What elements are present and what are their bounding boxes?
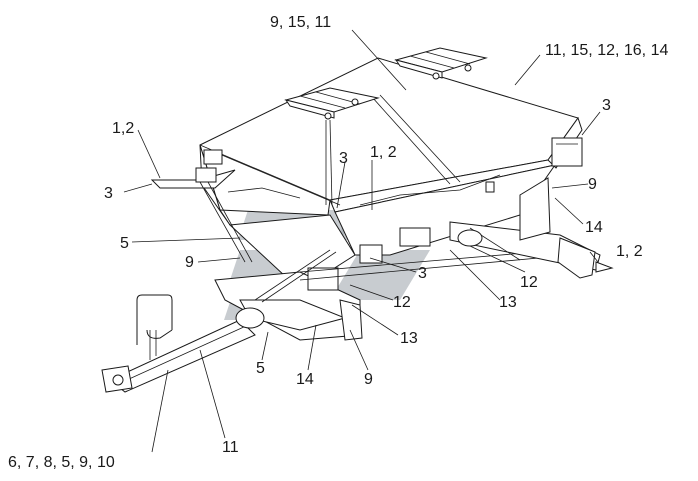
label-left-5: 5 <box>120 235 129 252</box>
label-bottom-left: 6, 7, 8, 5, 9, 10 <box>8 454 115 471</box>
label-right-14: 14 <box>585 219 603 236</box>
label-center-13: 13 <box>400 330 418 347</box>
label-right-13: 13 <box>499 294 517 311</box>
label-bottom-14: 14 <box>296 371 314 388</box>
label-right-12b: 12 <box>520 274 538 291</box>
label-right-9: 9 <box>588 176 597 193</box>
chassis <box>214 227 561 341</box>
label-right-1-2: 1, 2 <box>616 243 643 260</box>
part-labels: 9, 15, 11 11, 15, 12, 16, 14 1,2 3 3 1, … <box>8 14 668 471</box>
top-hatch-right <box>394 47 488 80</box>
label-mid-3: 3 <box>339 150 348 167</box>
top-hatch-left <box>284 87 380 120</box>
label-left-9: 9 <box>185 254 194 271</box>
right-hitch <box>449 177 614 279</box>
label-center-3: 3 <box>418 265 427 282</box>
label-bottom-5: 5 <box>256 360 265 377</box>
label-center-12: 12 <box>393 294 411 311</box>
label-right-3: 3 <box>602 97 611 114</box>
front-tongue <box>101 294 265 393</box>
label-bottom-11: 11 <box>222 439 239 456</box>
label-top-center: 9, 15, 11 <box>270 14 331 31</box>
left-fender <box>150 167 253 263</box>
label-top-right: 11, 15, 12, 16, 14 <box>545 42 668 59</box>
label-mid-1-2: 1, 2 <box>370 144 397 161</box>
label-bottom-9: 9 <box>364 371 373 388</box>
leader-lines <box>123 29 601 453</box>
label-left-upper: 1,2 <box>112 120 134 137</box>
label-left-3: 3 <box>104 185 113 202</box>
